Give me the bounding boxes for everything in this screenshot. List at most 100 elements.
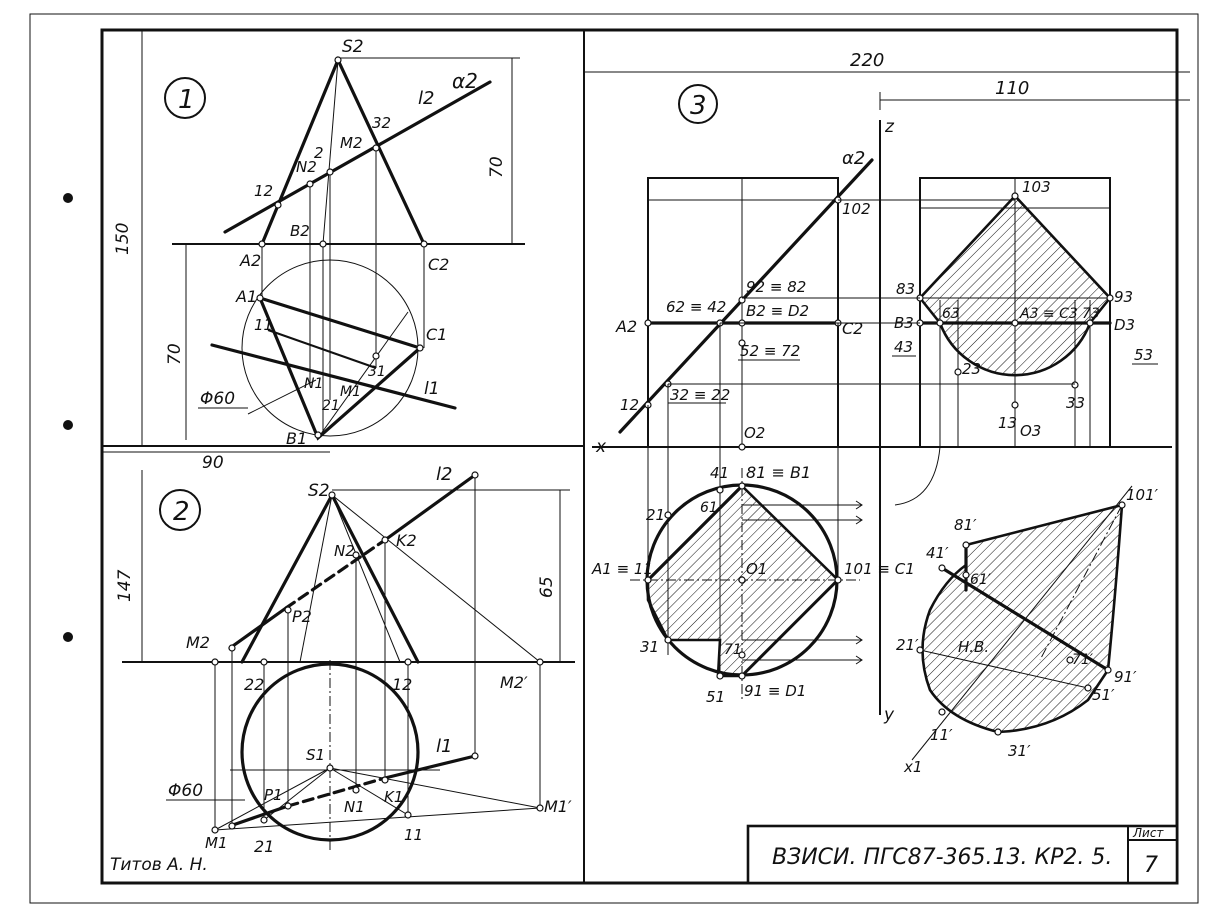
point-label: 91 ≡ D1 (744, 682, 806, 700)
point-label: M1′ (544, 797, 572, 816)
point-label: 21′ (896, 636, 919, 654)
point-label: 12 (620, 396, 639, 414)
sheet-number: 7 (1144, 853, 1158, 878)
point-label: N2 (334, 542, 355, 560)
point-label: O1 (746, 560, 767, 578)
panel-3: 3 220 110 z y x α2 102 92 ≡ 82 62 ≡ 42 B (584, 50, 1190, 776)
point-label: A1 ≡ 11 (591, 560, 653, 578)
dim-label: 90 (202, 453, 224, 473)
plane-label: α2 (842, 148, 865, 169)
point-label: 22 (244, 675, 264, 694)
point-label: B2 ≡ D2 (746, 302, 809, 320)
point-label: 93 (1114, 288, 1133, 306)
point-label: 31′ (1008, 742, 1031, 760)
point-label: B1 (286, 429, 307, 448)
point-label: 32 (372, 114, 391, 132)
point-label: C2 (428, 255, 449, 274)
outer-frame (29, 13, 1199, 904)
point-label: N2 (296, 158, 317, 176)
title-block: ВЗИСИ. ПГС87-365.13. КР2. 5. Лист 7 (746, 824, 1179, 885)
point-label: S1 (306, 746, 325, 764)
point-label: 51 (706, 688, 725, 706)
line-label: l1 (424, 379, 440, 399)
point-label: A1 (235, 287, 257, 306)
line-label: l2 (436, 464, 452, 485)
point-label: 31 (640, 638, 659, 656)
panel-number: 1 (178, 85, 195, 115)
point-label: 83 (896, 280, 915, 298)
point-label: C2 (842, 319, 863, 338)
inner-frame (100, 28, 1179, 885)
axis-label: x (595, 437, 607, 457)
point-label: 101′ (1126, 486, 1159, 504)
point-label: 81 ≡ B1 (746, 463, 811, 482)
point-label: 103 (1022, 178, 1051, 196)
point-label: 61 (700, 500, 718, 516)
point-label: A2 (615, 317, 637, 336)
axis-label: z (884, 117, 895, 137)
point-label: K2 (396, 531, 417, 550)
point-label: O3 (1020, 422, 1041, 440)
point-label: M2′ (500, 673, 528, 692)
point-label: 53 (1134, 346, 1153, 364)
line-label: l1 (436, 736, 452, 757)
sheet-label: Лист (1132, 826, 1164, 840)
point-label: 21 (646, 506, 665, 524)
point-label: 73 (1082, 306, 1100, 322)
point-label: 23 (962, 360, 981, 378)
point-label: A2 (239, 251, 261, 270)
point-label: 12 (392, 675, 412, 694)
point-label: C1 (426, 325, 447, 344)
plane-label: α2 (452, 69, 478, 93)
point-label: O2 (744, 424, 765, 442)
point-label: 43 (894, 338, 913, 356)
point-label: 32 ≡ 22 (670, 386, 730, 404)
point-label: 13 (998, 414, 1017, 432)
dim-label: 220 (850, 50, 884, 71)
point-label: 21 (254, 837, 274, 856)
point-label: D3 (1114, 316, 1135, 334)
point-label: 52 ≡ 72 (740, 342, 800, 360)
point-label: 12 (254, 182, 273, 200)
point-label: 33 (1066, 394, 1085, 412)
dim-label: 147 (115, 569, 135, 602)
point-label: 62 ≡ 42 (666, 298, 726, 316)
point-label: P1 (264, 786, 283, 804)
point-label: 71′ (1072, 652, 1094, 668)
point-label: M2 (340, 134, 363, 152)
point-label: 51′ (1092, 686, 1115, 704)
author: Титов А. Н. (110, 855, 208, 875)
diameter-label: Φ60 (168, 781, 203, 801)
point-label: S2 (308, 481, 330, 501)
point-label: 61′ (970, 572, 992, 588)
point-label: 31 (368, 364, 386, 380)
binder-hole (63, 193, 73, 203)
dim-label: 150 (113, 223, 133, 255)
point-label: K1 (384, 788, 403, 806)
point-label: 41 (710, 464, 729, 482)
panel-2: 2 147 65 (115, 464, 575, 856)
panel-1: 1 150 70 70 90 (102, 30, 525, 473)
point-label: 71 (724, 642, 742, 658)
binder-hole (63, 632, 73, 642)
dim-label: 110 (995, 78, 1029, 99)
diameter-label: Φ60 (200, 389, 235, 409)
dim-label: 65 (537, 576, 557, 598)
point-label: M2 (186, 633, 210, 652)
point-label: 101 ≡ C1 (844, 560, 915, 578)
point-label: 11 (254, 316, 273, 334)
panel-number: 3 (690, 91, 707, 121)
point-label: 63 (942, 306, 960, 322)
point-label: 102 (842, 200, 871, 218)
point-label: 92 ≡ 82 (746, 278, 806, 296)
panel-number: 2 (173, 497, 190, 527)
point-label: P2 (292, 607, 312, 626)
axis-label: y (883, 705, 895, 725)
point-label: M1 (205, 834, 228, 852)
point-label: N1 (304, 376, 323, 392)
point-label: N1 (344, 798, 365, 816)
dim-label: 70 (487, 156, 507, 178)
point-label: 11′ (930, 726, 953, 744)
point-label: 91′ (1114, 668, 1137, 686)
